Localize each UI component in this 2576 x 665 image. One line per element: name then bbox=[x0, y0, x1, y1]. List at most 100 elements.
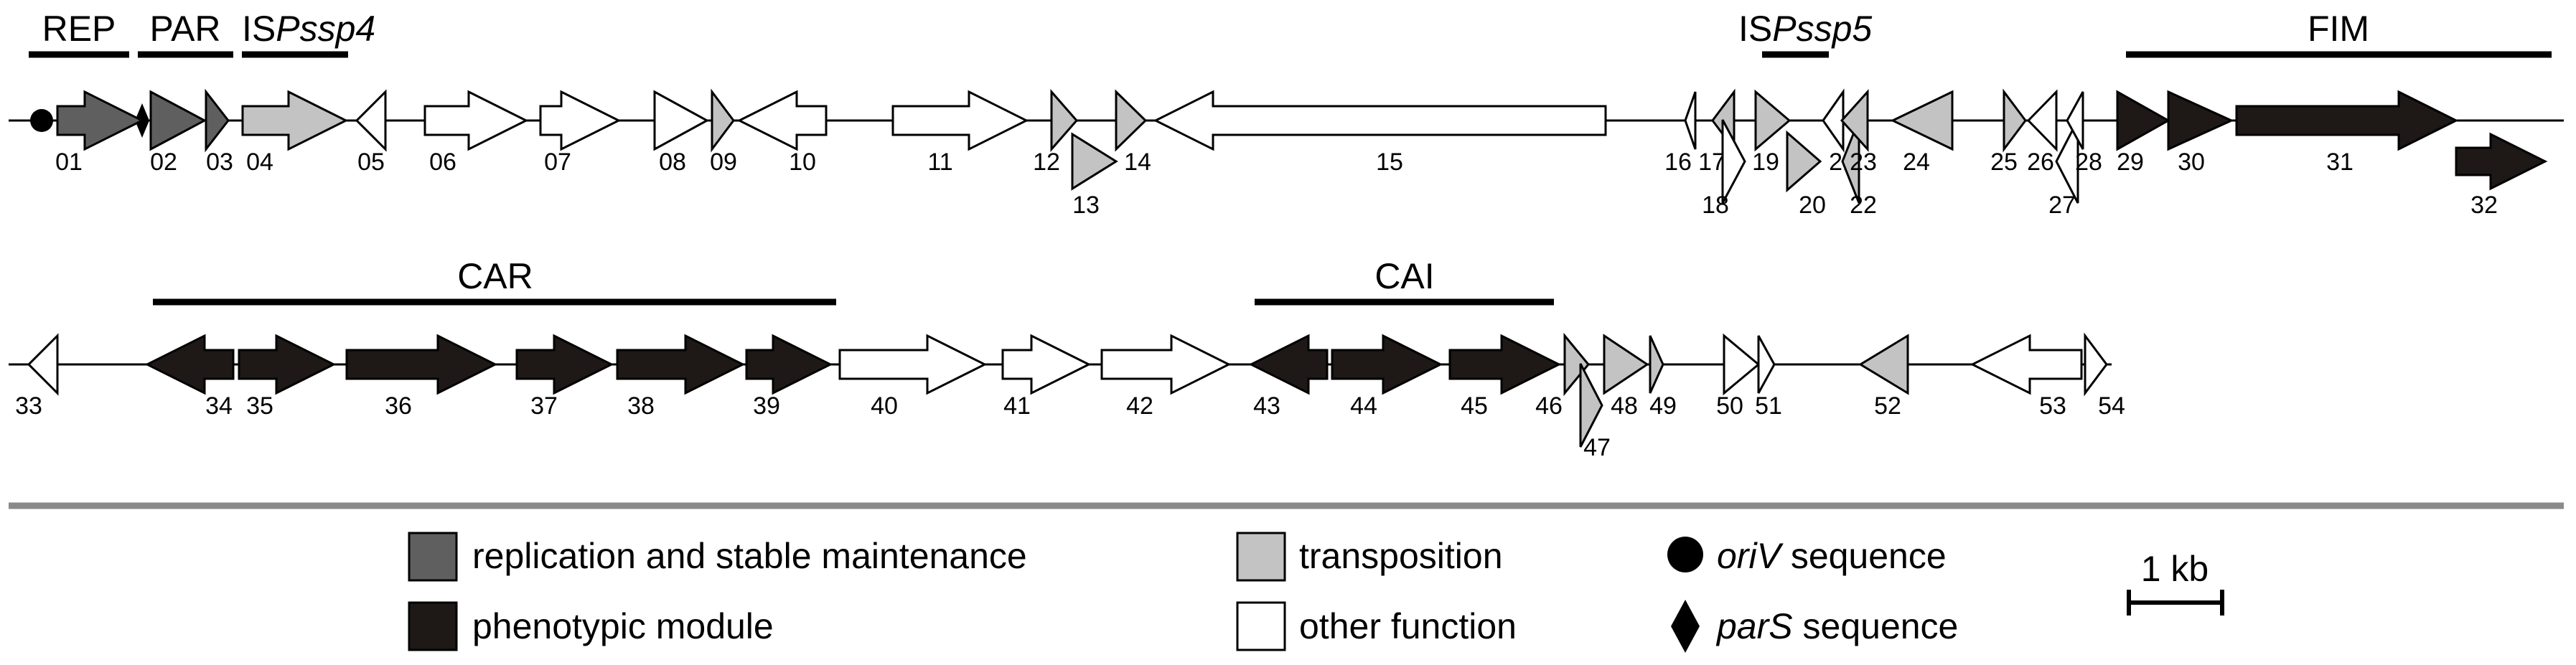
gene-label-23: 23 bbox=[1850, 148, 1877, 176]
gene-label-05: 05 bbox=[357, 148, 385, 176]
gene-label-51: 51 bbox=[1755, 392, 1782, 420]
gene-label-50: 50 bbox=[1716, 392, 1743, 420]
gene-label-18: 18 bbox=[1702, 192, 1729, 219]
gene-arrow-24 bbox=[1890, 90, 1954, 151]
legend-swatch-phenotypic bbox=[408, 601, 458, 651]
gene-label-03: 03 bbox=[206, 148, 233, 176]
gene-arrow-12 bbox=[1050, 89, 1078, 152]
gene-label-08: 08 bbox=[659, 148, 686, 176]
module-label-rep: REP bbox=[42, 9, 116, 49]
oriv-marker bbox=[30, 109, 53, 132]
gene-label-06: 06 bbox=[429, 148, 456, 176]
gene-arrow-49 bbox=[1649, 335, 1664, 394]
gene-arrow-01 bbox=[56, 90, 145, 151]
gene-label-10: 10 bbox=[789, 148, 816, 176]
gene-label-20: 20 bbox=[1799, 192, 1826, 219]
legend-label-replication: replication and stable maintenance bbox=[472, 536, 1027, 576]
gene-label-30: 30 bbox=[2178, 148, 2205, 176]
scale-bar-label: 1 kb bbox=[2141, 549, 2209, 589]
gene-label-19: 19 bbox=[1752, 148, 1779, 176]
gene-label-14: 14 bbox=[1124, 148, 1151, 176]
legend-label-phenotypic: phenotypic module bbox=[472, 606, 774, 646]
gene-arrow-54 bbox=[2084, 332, 2108, 397]
gene-arrow-35 bbox=[238, 334, 337, 395]
legend-pars-icon bbox=[1671, 600, 1700, 653]
gene-label-32: 32 bbox=[2470, 192, 2498, 219]
gene-arrow-46 bbox=[1563, 332, 1590, 397]
gene-arrow-50 bbox=[1723, 333, 1761, 396]
gene-label-42: 42 bbox=[1126, 392, 1153, 420]
gene-label-34: 34 bbox=[205, 392, 233, 420]
gene-label-12: 12 bbox=[1033, 148, 1060, 176]
module-label-is5: ISPssp5 bbox=[1738, 9, 1872, 49]
gene-label-26: 26 bbox=[2027, 148, 2054, 176]
gene-arrow-26 bbox=[2026, 89, 2058, 152]
gene-arrow-45 bbox=[1448, 334, 1562, 395]
gene-label-04: 04 bbox=[246, 148, 273, 176]
gene-arrow-28 bbox=[2066, 91, 2084, 150]
gene-arrow-51 bbox=[1757, 335, 1776, 394]
gene-label-11: 11 bbox=[927, 148, 952, 176]
gene-arrow-09 bbox=[711, 88, 735, 153]
gene-label-45: 45 bbox=[1461, 392, 1488, 420]
gene-arrow-38 bbox=[616, 334, 746, 395]
gene-label-41: 41 bbox=[1003, 392, 1031, 420]
gene-label-07: 07 bbox=[544, 148, 571, 176]
gene-label-54: 54 bbox=[2098, 392, 2125, 420]
gene-label-27: 27 bbox=[2048, 192, 2076, 219]
gene-label-25: 25 bbox=[1990, 148, 2018, 176]
legend-label-oriv: oriV sequence bbox=[1717, 536, 1947, 576]
gene-arrow-29 bbox=[2116, 90, 2171, 151]
legend-label-transposition: transposition bbox=[1299, 536, 1503, 576]
legend: replication and stable maintenance pheno… bbox=[408, 532, 2224, 653]
gene-arrow-03 bbox=[205, 88, 230, 153]
gene-label-47: 47 bbox=[1583, 434, 1611, 461]
gene-arrow-23 bbox=[1840, 89, 1869, 152]
gene-arrow-47 bbox=[1579, 363, 1603, 448]
gene-arrow-18 bbox=[1721, 119, 1746, 204]
gene-arrow-44 bbox=[1331, 334, 1443, 395]
legend-swatch-replication bbox=[408, 532, 458, 582]
gene-label-46: 46 bbox=[1535, 392, 1563, 420]
gene-label-02: 02 bbox=[150, 148, 177, 176]
gene-label-16: 16 bbox=[1664, 148, 1692, 176]
gene-label-53: 53 bbox=[2039, 392, 2066, 420]
gene-arrow-14 bbox=[1115, 89, 1148, 152]
gene-label-31: 31 bbox=[2326, 148, 2353, 176]
gene-arrow-22 bbox=[1841, 119, 1860, 204]
gene-label-17: 17 bbox=[1698, 148, 1725, 176]
gene-arrow-41 bbox=[1001, 334, 1092, 395]
gene-label-48: 48 bbox=[1611, 392, 1638, 420]
gene-arrow-13 bbox=[1071, 132, 1118, 191]
gene-arrow-15 bbox=[1153, 90, 1607, 151]
gene-arrow-34 bbox=[144, 334, 235, 395]
gene-label-36: 36 bbox=[385, 392, 412, 420]
gene-label-24: 24 bbox=[1903, 148, 1930, 176]
gene-arrow-48 bbox=[1603, 334, 1649, 395]
gene-label-49: 49 bbox=[1649, 392, 1677, 420]
gene-arrow-31 bbox=[2235, 90, 2459, 151]
module-bars bbox=[29, 51, 2552, 306]
gene-label-39: 39 bbox=[753, 392, 780, 420]
gene-label-01: 01 bbox=[55, 148, 83, 176]
legend-label-other: other function bbox=[1299, 606, 1517, 646]
gene-arrow-11 bbox=[891, 90, 1029, 151]
legend-swatch-transposition bbox=[1236, 532, 1286, 582]
gene-arrow-37 bbox=[515, 334, 614, 395]
gene-arrow-42 bbox=[1100, 334, 1232, 395]
gene-arrow-06 bbox=[423, 90, 529, 151]
module-label-fim: FIM bbox=[2308, 9, 2369, 49]
gene-arrow-30 bbox=[2167, 90, 2234, 151]
gene-arrow-53 bbox=[1970, 334, 2083, 395]
gene-arrow-19 bbox=[1754, 89, 1792, 152]
gene-arrow-52 bbox=[1858, 334, 1909, 395]
gene-label-15: 15 bbox=[1376, 148, 1403, 176]
gene-label-38: 38 bbox=[627, 392, 655, 420]
legend-swatch-other bbox=[1236, 601, 1286, 651]
gene-arrow-33 bbox=[27, 333, 59, 396]
module-label-is4: ISPssp4 bbox=[242, 9, 375, 49]
gene-arrow-32 bbox=[2455, 132, 2548, 191]
gene-arrow-25 bbox=[2003, 88, 2027, 153]
